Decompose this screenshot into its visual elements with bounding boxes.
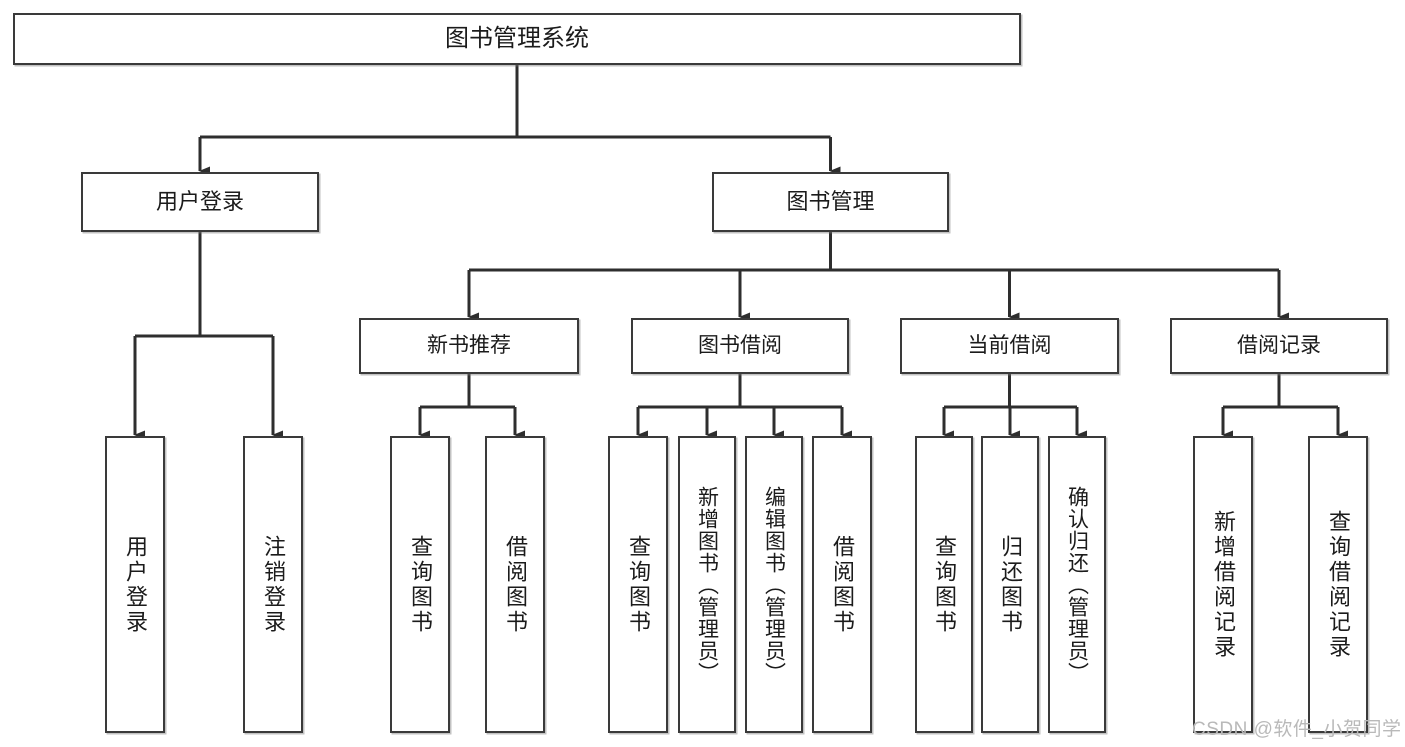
- node-f11[interactable]: 确认归还（管理员）: [1048, 436, 1106, 733]
- node-f3[interactable]: 查询图书: [390, 436, 450, 733]
- node-l2d[interactable]: 借阅记录: [1170, 318, 1388, 374]
- node-label: 归还图书: [998, 534, 1023, 635]
- node-label: 查询图书: [626, 534, 651, 635]
- node-f7[interactable]: 编辑图书（管理员）: [745, 436, 803, 733]
- node-l1b[interactable]: 图书管理: [712, 172, 949, 232]
- node-label: 新书推荐: [427, 334, 511, 358]
- node-label: 用户登录: [155, 188, 244, 214]
- node-f12[interactable]: 新增借阅记录: [1193, 436, 1253, 733]
- node-f5[interactable]: 查询图书: [608, 436, 668, 733]
- node-label: 查询图书: [408, 534, 433, 635]
- node-label: 确认归还（管理员）: [1065, 485, 1089, 684]
- node-f8[interactable]: 借阅图书: [812, 436, 872, 733]
- node-label: 编辑图书（管理员）: [762, 485, 786, 684]
- node-root[interactable]: 图书管理系统: [13, 13, 1021, 65]
- node-label: 新增图书（管理员）: [695, 485, 719, 684]
- node-label: 查询借阅记录: [1326, 509, 1351, 660]
- node-l2b[interactable]: 图书借阅: [631, 318, 849, 374]
- node-label: 图书管理系统: [445, 24, 589, 52]
- node-label: 当前借阅: [967, 334, 1052, 358]
- node-f10[interactable]: 归还图书: [981, 436, 1039, 733]
- node-f9[interactable]: 查询图书: [915, 436, 973, 733]
- node-l2c[interactable]: 当前借阅: [900, 318, 1119, 374]
- node-label: 新增借阅记录: [1211, 509, 1236, 660]
- node-label: 查询图书: [932, 534, 957, 635]
- node-f2[interactable]: 注销登录: [243, 436, 303, 733]
- edge-layer: [133, 65, 1348, 440]
- node-label: 图书管理: [786, 188, 875, 214]
- node-f1[interactable]: 用户登录: [105, 436, 165, 733]
- node-f13[interactable]: 查询借阅记录: [1308, 436, 1368, 733]
- watermark-label: CSDN @软件_小贺同学: [1192, 719, 1402, 740]
- node-label: 图书借阅: [698, 334, 782, 358]
- node-label: 借阅记录: [1237, 334, 1321, 358]
- node-f6[interactable]: 新增图书（管理员）: [678, 436, 736, 733]
- node-l2a[interactable]: 新书推荐: [359, 318, 579, 374]
- node-label: 用户登录: [123, 534, 148, 635]
- node-label: 借阅图书: [503, 534, 528, 635]
- node-label: 借阅图书: [830, 534, 855, 635]
- node-label: 注销登录: [261, 534, 286, 635]
- node-f4[interactable]: 借阅图书: [485, 436, 545, 733]
- node-l1a[interactable]: 用户登录: [81, 172, 319, 232]
